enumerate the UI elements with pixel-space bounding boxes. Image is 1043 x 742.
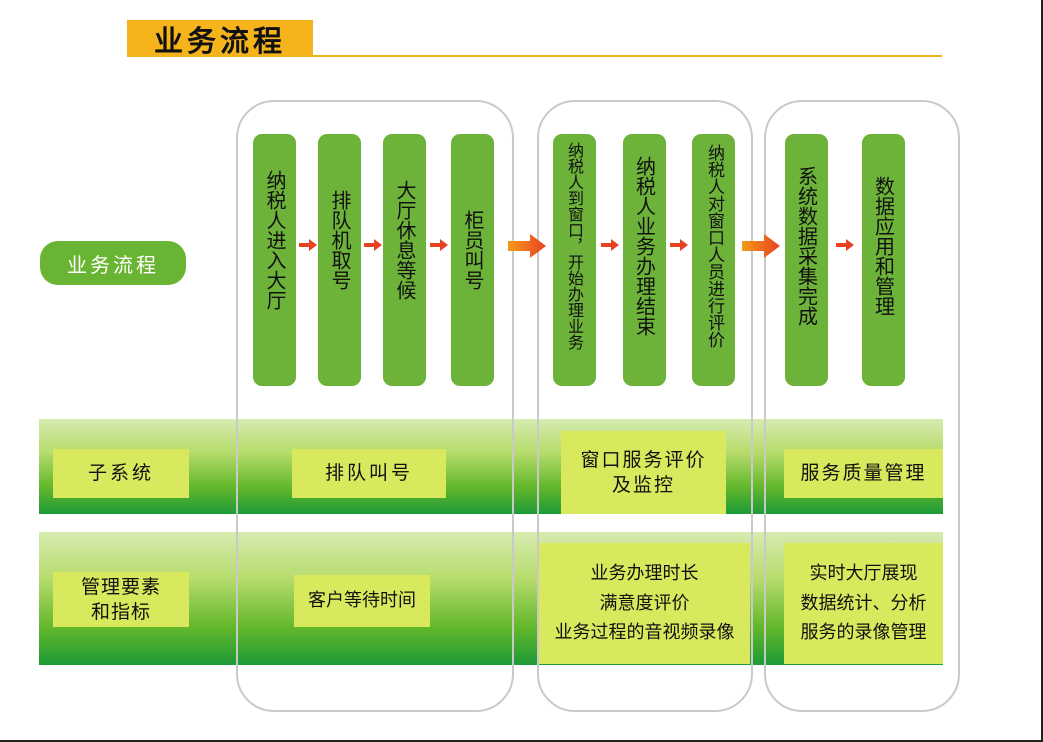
subsystem-window-evaluation: 窗口服务评价 及监控 [561, 431, 726, 514]
step-data-apply: 数据应用和管理 [862, 134, 905, 386]
subsystem-queue-call: 排队叫号 [292, 449, 446, 498]
small-arrow-icon [299, 239, 317, 251]
small-arrow-icon [430, 239, 448, 251]
row-label-process: 业务流程 [40, 241, 186, 285]
row-label-metrics: 管理要素 和指标 [53, 572, 189, 627]
small-arrow-icon [836, 239, 854, 251]
subsystem-service-quality: 服务质量管理 [784, 449, 943, 498]
row-label-subsystem: 子系统 [53, 449, 189, 498]
metric-window-process: 业务办理时长 满意度评价 业务过程的音视频录像 [539, 543, 750, 664]
step-wait: 大厅休息等候 [383, 134, 426, 386]
step-data-collected: 系统数据采集完成 [785, 134, 828, 386]
step-take-ticket: 排队机取号 [318, 134, 361, 386]
page-border-right [1041, 0, 1043, 742]
step-teller-call: 柜员叫号 [451, 134, 494, 386]
step-at-window: 纳税人到窗口，开始办理业务 [553, 134, 596, 386]
metric-wait-time: 客户等待时间 [294, 575, 430, 627]
group-queue [236, 100, 514, 712]
small-arrow-icon [670, 239, 688, 251]
group-data [764, 100, 960, 712]
large-arrow-icon [508, 234, 546, 258]
group-window [537, 100, 753, 712]
step-enter-hall: 纳税人进入大厅 [253, 134, 296, 386]
metric-data-management: 实时大厅展现 数据统计、分析 服务的录像管理 [784, 543, 943, 664]
step-finish: 纳税人业务办理结束 [623, 134, 666, 386]
title-underline [127, 55, 942, 57]
step-evaluate: 纳税人对窗口人员进行评价 [692, 134, 735, 386]
page-border-bottom [0, 740, 1043, 742]
large-arrow-icon [742, 234, 780, 258]
small-arrow-icon [364, 239, 382, 251]
page-title: 业务流程 [127, 20, 313, 58]
small-arrow-icon [601, 239, 619, 251]
